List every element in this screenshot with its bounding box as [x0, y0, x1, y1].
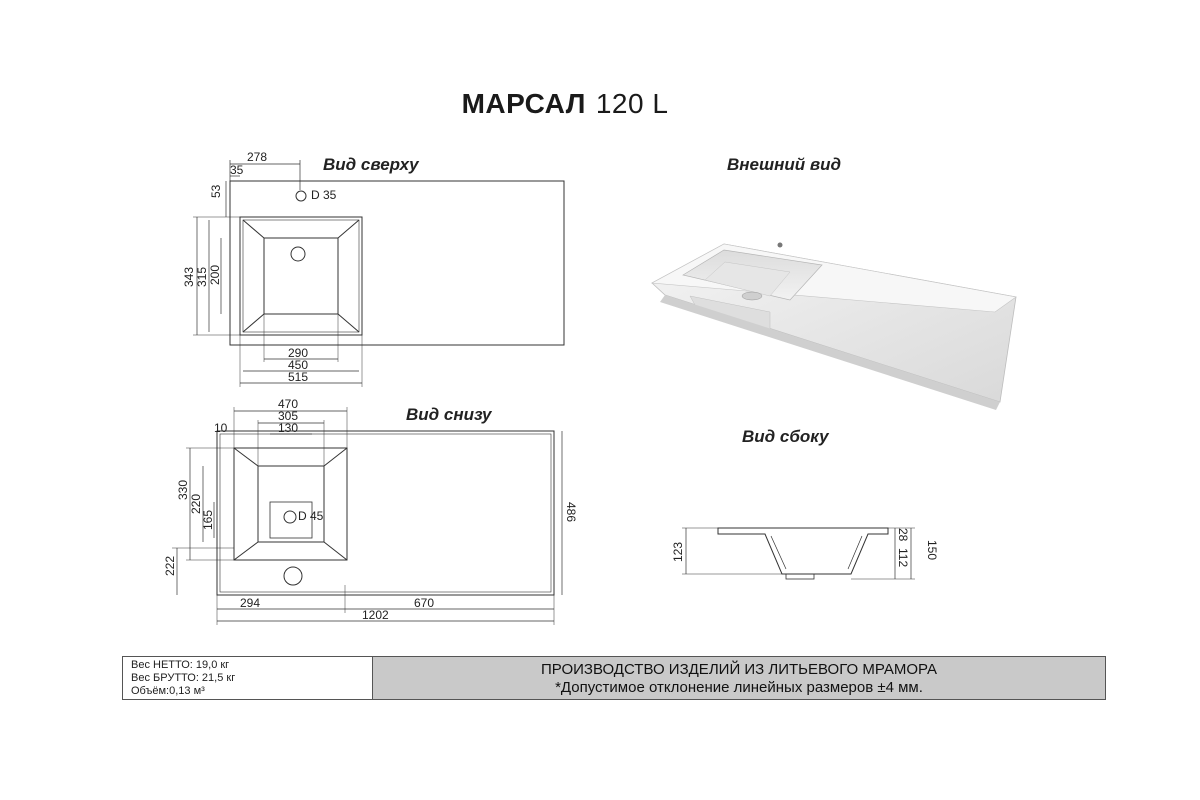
- top-bowl-rim: [242, 219, 360, 333]
- production-note: ПРОИЗВОДСТВО ИЗДЕЛИЙ ИЗ ЛИТЬЕВОГО МРАМОР…: [373, 657, 1105, 699]
- top-hole-label: D 35: [311, 188, 337, 202]
- bottom-drain-box: [269, 501, 313, 539]
- bottom-view-drawing: [172, 407, 563, 625]
- side-view-label: Вид сбоку: [742, 427, 829, 446]
- top-drain-circle: [290, 246, 306, 262]
- dim-53: 53: [209, 184, 223, 198]
- top-view-label: Вид сверху: [323, 155, 419, 174]
- dim-305: 305: [278, 409, 298, 423]
- side-view-drawing: [682, 527, 915, 580]
- dim-290: 290: [288, 346, 308, 360]
- bottom-outline: [216, 430, 555, 596]
- dim-315: 315: [195, 267, 209, 287]
- model-size: 120 L: [595, 88, 669, 119]
- top-view-drawing: [193, 160, 565, 387]
- bottom-bowl-outer: [233, 447, 348, 561]
- dim-330: 330: [176, 480, 190, 500]
- tolerance-text: *Допустимое отклонение линейных размеров…: [555, 679, 923, 696]
- bottom-tap-hole: [283, 566, 303, 586]
- dim-450: 450: [288, 358, 308, 372]
- sink-tap-hole: [777, 242, 783, 248]
- model-name: МАРСАЛ: [461, 88, 586, 119]
- dim-294: 294: [240, 596, 260, 610]
- top-outline: [229, 180, 565, 346]
- dim-150: 150: [925, 540, 939, 560]
- dim-28: 28: [896, 528, 910, 542]
- dim-35: 35: [230, 163, 244, 177]
- bottom-hole-label: D 45: [298, 509, 324, 523]
- dim-220: 220: [189, 494, 203, 514]
- volume: Объём:0,13 м³: [131, 685, 205, 697]
- top-tap-hole: [295, 190, 307, 202]
- dim-200: 200: [208, 265, 222, 285]
- side-drain: [785, 573, 815, 580]
- exterior-view-drawing: [650, 242, 1017, 410]
- dim-515: 515: [288, 370, 308, 384]
- side-profile: [717, 527, 889, 575]
- dim-112: 112: [896, 548, 910, 567]
- dim-343: 343: [182, 267, 196, 287]
- dim-670: 670: [414, 596, 434, 610]
- spec-footer: Вес НЕТТО: 19,0 кг Вес БРУТТО: 21,5 кг О…: [122, 656, 1106, 700]
- dim-165: 165: [201, 510, 215, 530]
- weight-specs: Вес НЕТТО: 19,0 кг Вес БРУТТО: 21,5 кг О…: [123, 657, 373, 699]
- gross-weight: Вес БРУТТО: 21,5 кг: [131, 672, 236, 684]
- dim-123: 123: [671, 542, 685, 562]
- net-weight: Вес НЕТТО: 19,0 кг: [131, 659, 230, 671]
- dim-470: 470: [278, 397, 298, 411]
- bottom-drain-circle: [283, 510, 297, 524]
- dim-1202: 1202: [362, 608, 389, 622]
- production-text: ПРОИЗВОДСТВО ИЗДЕЛИЙ ИЗ ЛИТЬЕВОГО МРАМОР…: [541, 661, 937, 678]
- dim-130: 130: [278, 421, 298, 435]
- dim-278: 278: [247, 150, 267, 164]
- dim-10: 10: [214, 421, 228, 435]
- bottom-view-label: Вид снизу: [406, 405, 492, 424]
- dim-486: 486: [564, 502, 578, 522]
- sink-drain: [741, 291, 763, 301]
- dim-222: 222: [163, 556, 177, 576]
- page-title: МАРСАЛ 120 L: [0, 88, 1130, 120]
- top-bowl-outer: [239, 216, 363, 336]
- exterior-view-label: Внешний вид: [727, 155, 842, 174]
